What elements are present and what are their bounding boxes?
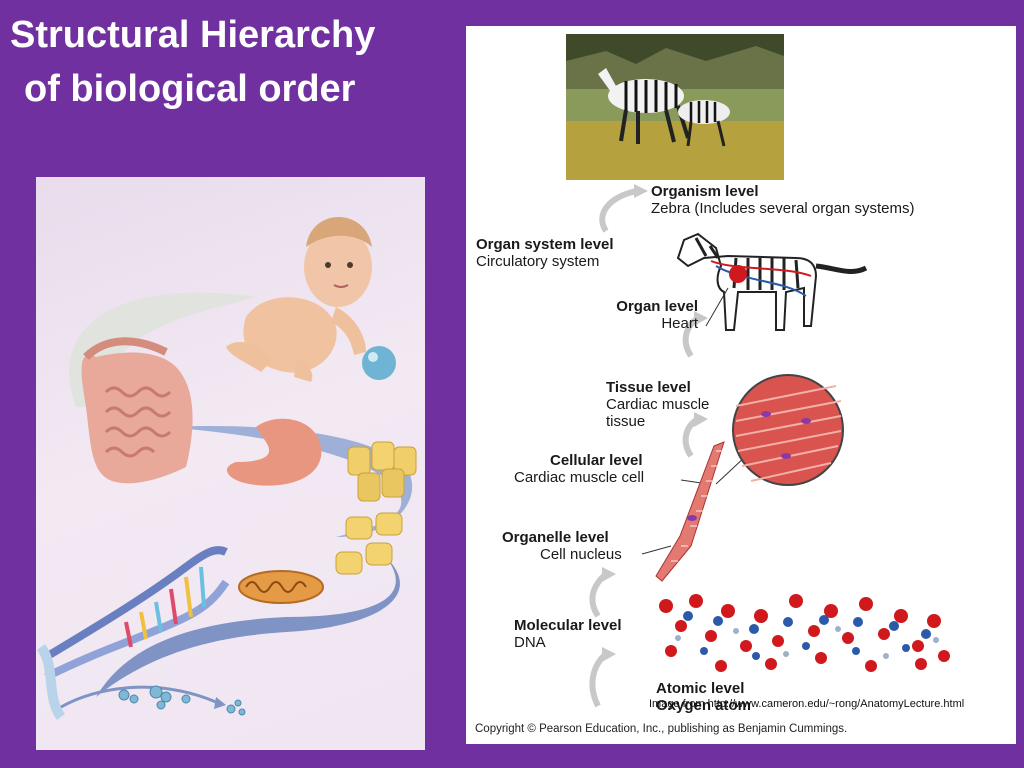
ribbon-lower: [96, 557, 400, 697]
level-name: Atomic level: [656, 680, 745, 697]
tissue-cells: [347, 441, 417, 502]
level-name: Organ level: [616, 298, 698, 315]
copyright-notice: Copyright © Pearson Education, Inc., pub…: [475, 723, 848, 735]
level-desc: Heart: [661, 315, 698, 332]
level-cellular: Cellular level Cardiac muscle cell: [514, 452, 644, 486]
level-name: Cellular level: [550, 452, 643, 469]
dna-helix: [36, 546, 230, 720]
level-desc: Oxygen atom: [656, 697, 752, 714]
baby-figure: [226, 217, 372, 382]
level-name: Molecular level: [514, 617, 622, 634]
level-name: Organism level: [651, 183, 759, 200]
dna-molecule: [659, 594, 950, 672]
level-desc: Cell nucleus: [540, 546, 622, 563]
left-illustration-svg: [36, 217, 417, 720]
molecules: [118, 685, 246, 716]
level-name: Organelle level: [502, 529, 609, 546]
level-desc: Zebra (Includes several organ systems): [651, 200, 915, 217]
level-desc: DNA: [514, 634, 546, 651]
level-name: Organ system level: [476, 236, 614, 253]
title-line-2: of biological order: [24, 68, 356, 110]
ribbon-upper: [69, 292, 256, 407]
cardiac-tissue-circle: [732, 374, 844, 486]
level-organelle: Organelle level Cell nucleus: [502, 529, 622, 563]
right-diagram-svg: [566, 34, 950, 708]
image-credit-link[interactable]: Image from http://www.cameron.edu/~rong/…: [649, 698, 965, 710]
zebra-photo: [566, 34, 784, 180]
single-cells: [335, 512, 403, 575]
level-atomic: Atomic level Oxygen atom: [656, 680, 751, 714]
level-organ: Organ level Heart: [594, 298, 698, 332]
level-organ-system: Organ system level Circulatory system: [476, 236, 614, 270]
ball: [362, 346, 396, 380]
hierarchy-arrows: [589, 188, 700, 708]
level-desc: Cardiac muscle: [606, 396, 710, 413]
level-name: Tissue level: [606, 379, 691, 396]
hierarchy-illustration-left: [36, 177, 425, 750]
level-desc: Circulatory system: [476, 253, 600, 270]
slide-title: Structural Hierarchy of biological order: [10, 8, 460, 116]
zebra-circulatory-illustration: [676, 232, 868, 331]
stomach-organ: [226, 418, 322, 486]
title-line-1: Structural Hierarchy: [10, 14, 376, 56]
intestines-organ: [81, 337, 193, 484]
level-desc-line2: tissue: [606, 413, 646, 430]
level-tissue: Tissue level Cardiac muscle tissue: [606, 379, 709, 430]
hierarchy-diagram-right: Organism level Zebra (Includes several o…: [466, 26, 1016, 744]
level-molecular: Molecular level DNA: [514, 617, 622, 651]
level-desc: Cardiac muscle cell: [514, 469, 645, 486]
level-organism: Organism level Zebra (Includes several o…: [651, 183, 914, 217]
cardiac-muscle-cell: [655, 441, 725, 582]
